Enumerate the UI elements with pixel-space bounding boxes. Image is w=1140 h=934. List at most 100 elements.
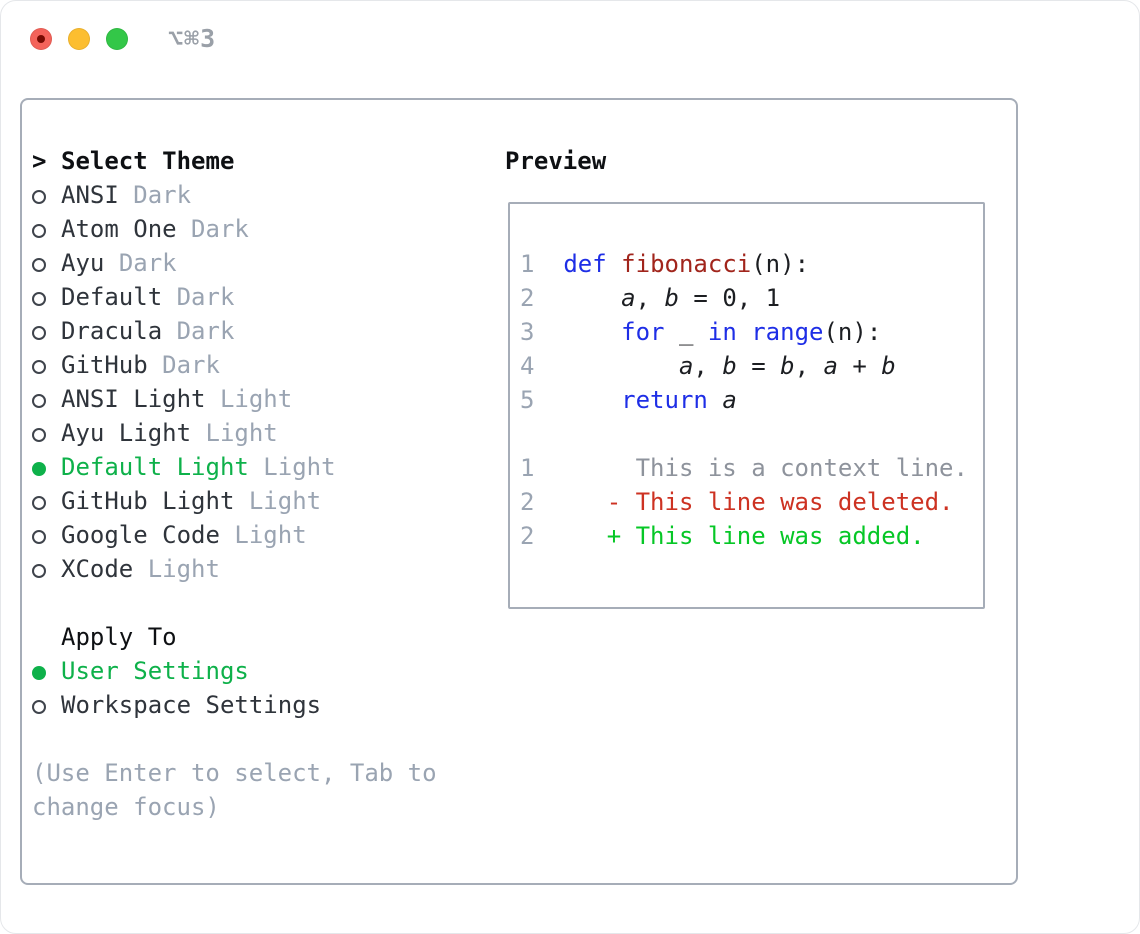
selected-radio-icon bbox=[32, 462, 46, 476]
code-line: 2 a, b = 0, 1 bbox=[520, 281, 977, 315]
code-token: a bbox=[823, 352, 838, 380]
radio-cell bbox=[32, 484, 61, 518]
line-number: 4 bbox=[520, 352, 535, 380]
code-token: a bbox=[621, 284, 636, 312]
theme-option-ansi-light[interactable]: ANSI Light Light bbox=[32, 382, 482, 416]
radio-cell bbox=[32, 348, 61, 382]
minimize-button[interactable] bbox=[68, 28, 90, 50]
apply-option-user-settings[interactable]: User Settings bbox=[32, 654, 482, 688]
apply-to-header: Apply To bbox=[32, 620, 482, 654]
code-line: 5 return a bbox=[520, 383, 977, 417]
radio-cell bbox=[32, 552, 61, 586]
theme-option-xcode[interactable]: XCode Light bbox=[32, 552, 482, 586]
code-token: (n): bbox=[751, 250, 810, 278]
radio-cell bbox=[32, 178, 61, 212]
theme-option-github[interactable]: GitHub Dark bbox=[32, 348, 482, 382]
theme-variant: Light bbox=[147, 555, 220, 583]
theme-option-atom-one[interactable]: Atom One Dark bbox=[32, 212, 482, 246]
radio-icon bbox=[32, 564, 46, 578]
radio-icon bbox=[32, 326, 46, 340]
theme-variant: Dark bbox=[118, 249, 177, 277]
radio-cell bbox=[32, 246, 61, 280]
preview-label: Preview bbox=[505, 147, 607, 175]
theme-variant: Light bbox=[248, 487, 322, 515]
code-token: = 0, 1 bbox=[678, 284, 781, 312]
theme-variant: Dark bbox=[162, 351, 220, 379]
theme-name: GitHub bbox=[61, 351, 148, 379]
apply-option-label: Workspace Settings bbox=[61, 691, 322, 719]
theme-option-dracula[interactable]: Dracula Dark bbox=[32, 314, 482, 348]
theme-option-google-code[interactable]: Google Code Light bbox=[32, 518, 482, 552]
theme-name: Default bbox=[61, 283, 163, 311]
radio-cell bbox=[32, 654, 61, 688]
code-line: 2 + This line was added. bbox=[520, 519, 977, 553]
theme-variant: Dark bbox=[133, 181, 192, 209]
close-dot-icon bbox=[37, 35, 45, 43]
select-theme-header: > Select Theme bbox=[32, 144, 482, 178]
window-title: ⌥⌘3 bbox=[168, 24, 217, 53]
code-token: return bbox=[621, 386, 708, 414]
apply-to-title: Apply To bbox=[61, 623, 177, 651]
theme-option-ayu-light[interactable]: Ayu Light Light bbox=[32, 416, 482, 450]
code-token: (n): bbox=[823, 318, 882, 346]
theme-name: Ayu Light bbox=[61, 419, 192, 447]
code-line: 4 a, b = b, a + b bbox=[520, 349, 977, 383]
radio-icon bbox=[32, 224, 46, 238]
code-token: range bbox=[751, 318, 824, 346]
titlebar: ⌥⌘3 bbox=[1, 1, 1139, 77]
theme-option-github-light[interactable]: GitHub Light Light bbox=[32, 484, 482, 518]
theme-option-ayu[interactable]: Ayu Dark bbox=[32, 246, 482, 280]
code-token bbox=[737, 318, 751, 346]
theme-name: XCode bbox=[61, 555, 134, 583]
line-number: 2 bbox=[520, 522, 535, 550]
radio-cell bbox=[32, 280, 61, 314]
code-token: def bbox=[563, 250, 607, 278]
code-token: b bbox=[664, 284, 679, 312]
close-button[interactable] bbox=[30, 28, 52, 50]
theme-variant: Dark bbox=[176, 317, 235, 345]
line-number: 1 bbox=[520, 454, 535, 482]
theme-option-default[interactable]: Default Dark bbox=[32, 280, 482, 314]
radio-cell bbox=[32, 416, 61, 450]
code-token: a bbox=[722, 386, 737, 414]
radio-icon bbox=[32, 292, 46, 306]
theme-option-ansi[interactable]: ANSI Dark bbox=[32, 178, 482, 212]
code-token: = bbox=[736, 352, 781, 380]
radio-icon bbox=[32, 496, 46, 510]
line-number: 2 bbox=[520, 284, 535, 312]
help-hint: (Use Enter to select, Tab to change focu… bbox=[32, 759, 437, 821]
code-token: + This line was added. bbox=[606, 522, 925, 550]
code-token: , bbox=[635, 284, 665, 312]
radio-cell bbox=[32, 314, 61, 348]
code-line: 1 def fibonacci(n): bbox=[520, 247, 977, 281]
theme-name: Default Light bbox=[61, 453, 249, 481]
line-number: 3 bbox=[520, 318, 535, 346]
code-token: - This line was deleted. bbox=[606, 488, 954, 516]
select-theme-title: Select Theme bbox=[61, 147, 235, 175]
line-number: 1 bbox=[520, 250, 535, 278]
line-number: 5 bbox=[520, 386, 535, 414]
radio-icon bbox=[32, 700, 46, 714]
theme-name: ANSI bbox=[61, 181, 119, 209]
theme-name: Dracula bbox=[61, 317, 163, 345]
theme-variant: Light bbox=[263, 453, 336, 481]
theme-name: GitHub Light bbox=[61, 487, 235, 515]
code-line: 2 - This line was deleted. bbox=[520, 485, 977, 519]
radio-cell bbox=[32, 688, 61, 722]
radio-icon bbox=[32, 360, 46, 374]
apply-option-workspace-settings[interactable]: Workspace Settings bbox=[32, 688, 482, 722]
code-line: 1 This is a context line. bbox=[520, 451, 977, 485]
preview-column: Preview 1 def fibonacci(n):2 a, b = 0, 1… bbox=[505, 144, 985, 609]
theme-name: Ayu bbox=[61, 249, 105, 277]
code-token: , bbox=[794, 352, 824, 380]
code-token: fibonacci bbox=[621, 250, 752, 278]
zoom-button[interactable] bbox=[106, 28, 128, 50]
theme-option-default-light[interactable]: Default Light Light bbox=[32, 450, 482, 484]
code-token: in bbox=[707, 318, 737, 346]
focus-caret-icon: > bbox=[32, 147, 47, 175]
